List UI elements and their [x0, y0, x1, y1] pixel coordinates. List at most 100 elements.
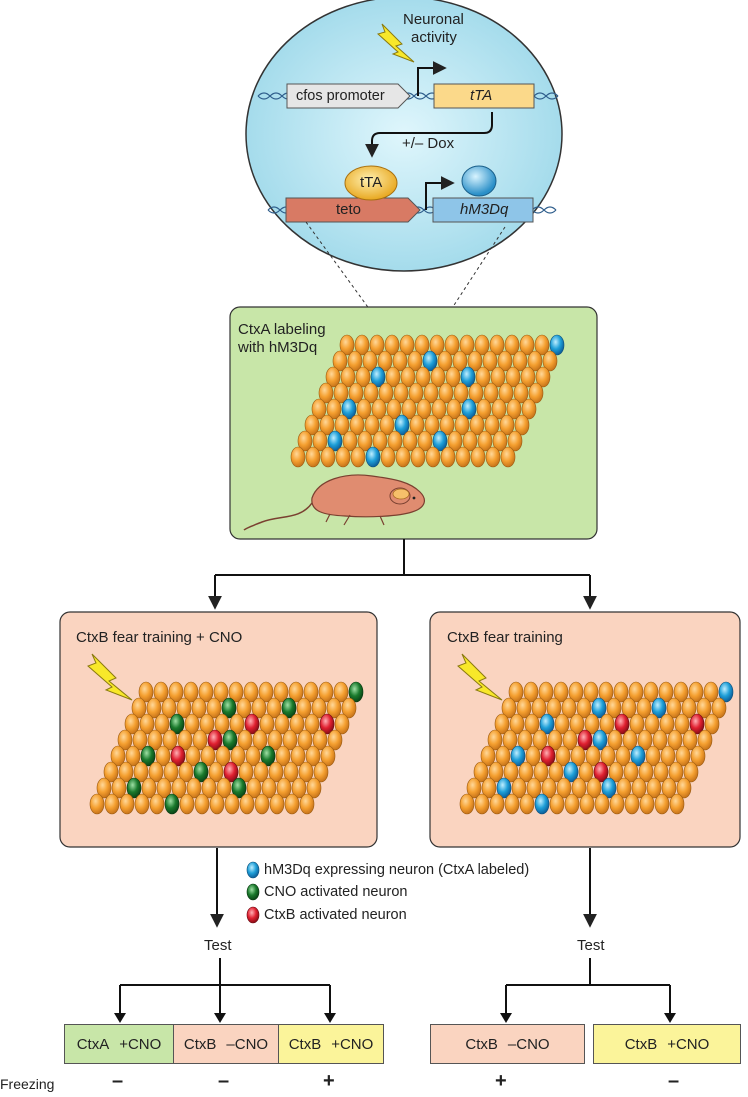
- neuron: [467, 350, 483, 372]
- flow-arrowheads: [114, 1013, 676, 1023]
- neuron: [431, 398, 447, 420]
- freezing-sign-1: –: [112, 1070, 124, 1092]
- neuron-hm3dq: [539, 713, 555, 735]
- neuron-cno: [260, 745, 276, 767]
- neuron: [629, 713, 645, 735]
- neuron: [616, 777, 632, 799]
- neuron: [386, 398, 402, 420]
- neuron: [600, 745, 616, 767]
- neuron: [311, 398, 327, 420]
- neuron: [400, 366, 416, 388]
- neuron: [437, 350, 453, 372]
- neuron-ctxb: [593, 761, 609, 783]
- neuron: [561, 697, 577, 719]
- neuron: [274, 713, 290, 735]
- neuron: [654, 793, 670, 815]
- neuron: [184, 713, 200, 735]
- hm3dq-gene-box: [432, 197, 534, 223]
- neuron-hm3dq: [534, 793, 550, 815]
- dox-arrow: [365, 112, 493, 158]
- condition-cno: +CNO: [331, 1035, 374, 1053]
- condition-ctx: CtxA: [76, 1035, 110, 1053]
- neuron: [333, 681, 349, 703]
- neuron: [168, 681, 184, 703]
- neuron: [703, 681, 719, 703]
- neuron: [362, 350, 378, 372]
- neuron: [688, 681, 704, 703]
- neuron: [549, 793, 565, 815]
- neuron: [508, 681, 524, 703]
- neuron: [209, 793, 225, 815]
- neuron: [492, 430, 508, 452]
- neuron: [153, 681, 169, 703]
- neuron: [415, 366, 431, 388]
- neuron-hm3dq: [496, 777, 512, 799]
- neuron: [639, 793, 655, 815]
- neuron: [131, 697, 147, 719]
- neuron: [424, 414, 440, 436]
- neuron: [511, 777, 527, 799]
- ctxa-neuron-grid: [290, 334, 565, 468]
- neuron: [578, 761, 594, 783]
- neuron: [349, 414, 365, 436]
- neuron: [541, 777, 557, 799]
- neuron-ctxb: [577, 729, 593, 751]
- neuron: [481, 777, 497, 799]
- neuron: [568, 681, 584, 703]
- neuron: [303, 681, 319, 703]
- condition-cno: +CNO: [119, 1035, 162, 1053]
- neuron: [476, 398, 492, 420]
- neuron: [439, 414, 455, 436]
- tta-protein: [344, 165, 398, 201]
- neuron: [554, 713, 570, 735]
- left-lightning-icon: [87, 653, 133, 701]
- teto-box: [285, 197, 421, 223]
- neuron: [513, 382, 529, 404]
- test-label-right: Test: [577, 937, 605, 954]
- neuron: [520, 366, 536, 388]
- neuron-hm3dq: [563, 761, 579, 783]
- neuron: [682, 729, 698, 751]
- neuron: [444, 334, 460, 356]
- neuron: [430, 366, 446, 388]
- neuron: [673, 681, 689, 703]
- neuron: [335, 446, 351, 468]
- neuron: [377, 350, 393, 372]
- neuron: [532, 729, 548, 751]
- neuron: [538, 681, 554, 703]
- tta-protein-label: tTA: [360, 174, 383, 191]
- neuron-ctxb: [223, 761, 239, 783]
- neuron: [246, 777, 262, 799]
- neuron: [474, 793, 490, 815]
- condition-cno: –CNO: [507, 1035, 550, 1053]
- neuron: [660, 745, 676, 767]
- neuron: [269, 793, 285, 815]
- test-label-left: Test: [204, 937, 232, 954]
- neuron: [498, 382, 514, 404]
- neuron: [399, 334, 415, 356]
- neuron-hm3dq: [461, 398, 477, 420]
- legend-label-cno: CNO activated neuron: [264, 884, 408, 900]
- neuron: [704, 713, 720, 735]
- neuron: [266, 697, 282, 719]
- neuron: [613, 681, 629, 703]
- neuron-hm3dq: [510, 745, 526, 767]
- neuron: [459, 334, 475, 356]
- neuron: [469, 414, 485, 436]
- neuron-cno: [164, 793, 180, 815]
- mouse-illustration: [243, 474, 426, 531]
- neuron: [586, 777, 602, 799]
- neuron-hm3dq: [718, 681, 734, 703]
- condition-ctx: CtxB: [465, 1035, 498, 1053]
- neuron: [696, 697, 712, 719]
- neuron-hm3dq: [341, 398, 357, 420]
- neuron: [598, 681, 614, 703]
- neuron: [339, 334, 355, 356]
- freezing-sign-5: –: [668, 1070, 680, 1092]
- cfos-promoter-box: [286, 83, 411, 109]
- neuron: [296, 697, 312, 719]
- neuron: [555, 745, 571, 767]
- neuron: [652, 729, 668, 751]
- neuron: [138, 681, 154, 703]
